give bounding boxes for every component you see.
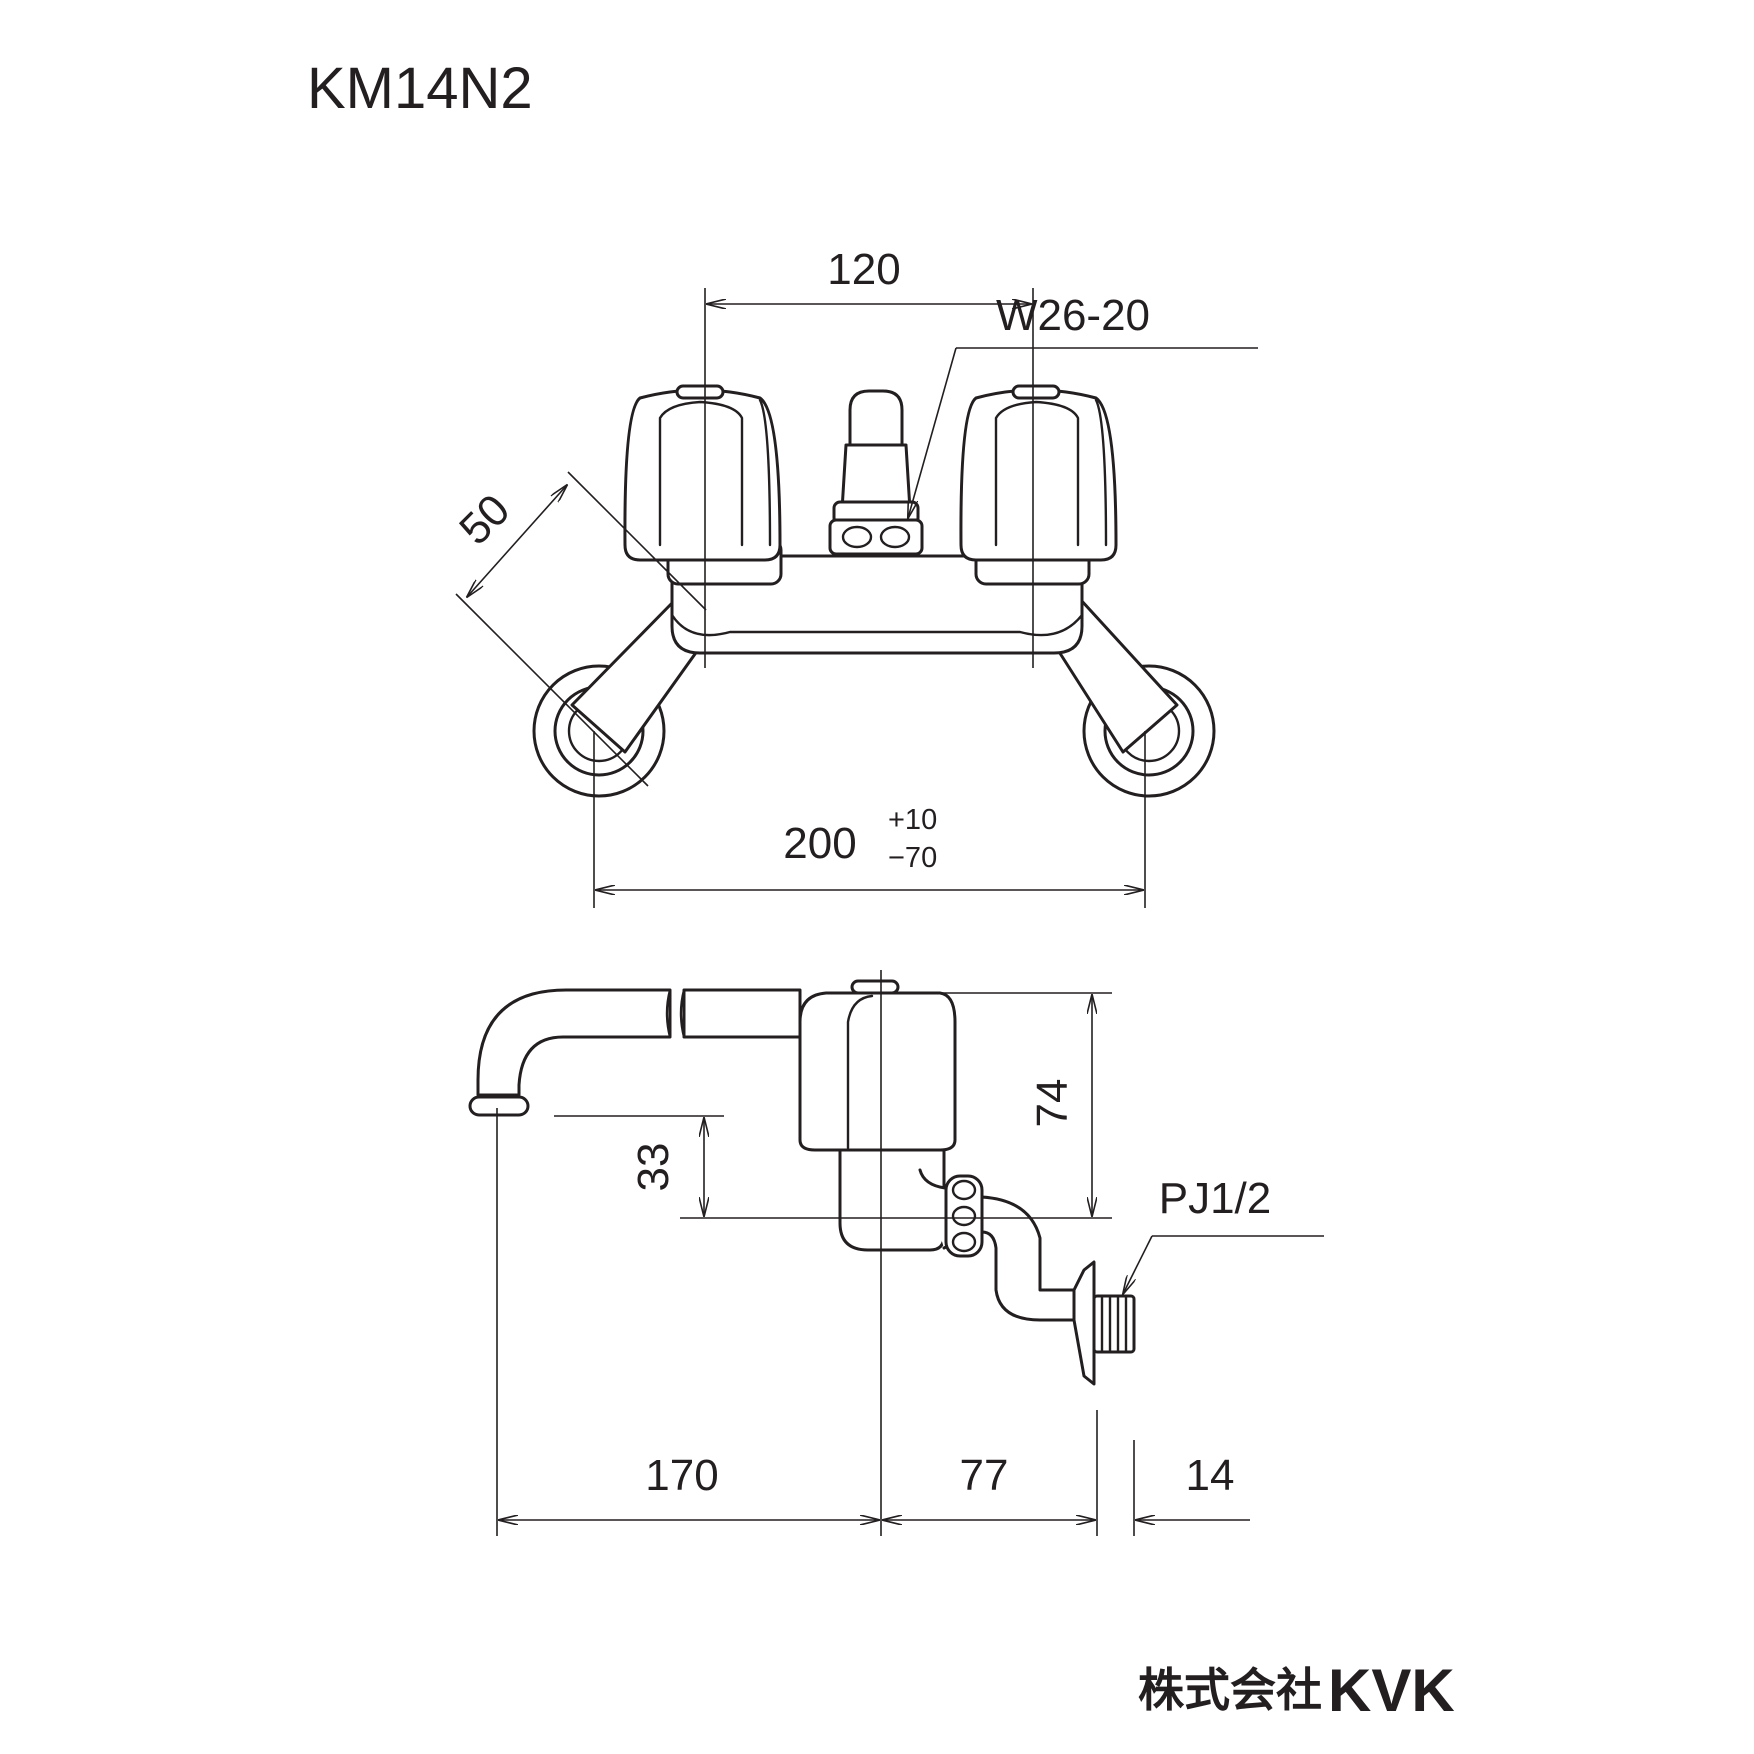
dim-label-200: 200 — [783, 819, 856, 868]
dim-height: 74 — [680, 992, 1112, 1219]
dim-label-74: 74 — [1028, 1079, 1077, 1128]
thread-connection — [1092, 1294, 1136, 1354]
dim-label-50: 50 — [450, 485, 519, 554]
brand-logo: 株式会社 KVK — [1138, 1657, 1455, 1724]
connection-callout: PJ1/2 — [1123, 1174, 1324, 1294]
union-fitting — [918, 1168, 1076, 1322]
dim-label-120: 120 — [827, 245, 900, 294]
dim-spout-drop: 33 — [554, 1115, 724, 1216]
side-wall-flange — [1072, 1260, 1096, 1386]
brand-company-jp: 株式会社 — [1138, 1663, 1322, 1717]
dim-handle-spacing: 120 — [704, 245, 1034, 668]
dim-label-170: 170 — [645, 1451, 718, 1500]
model-title: KM14N2 — [307, 56, 533, 121]
dim-bottom: 170 77 14 — [496, 970, 1250, 1536]
brand-name: KVK — [1328, 1657, 1455, 1724]
dim-label-14: 14 — [1186, 1451, 1235, 1500]
dim-inlet-spacing: 200 +10 −70 — [593, 731, 1146, 908]
thread-callout: W26-20 — [908, 291, 1258, 518]
side-view: 74 33 PJ1/2 170 77 14 — [468, 970, 1324, 1536]
dim-label-77: 77 — [960, 1451, 1009, 1500]
tolerance-lower: −70 — [888, 842, 937, 874]
side-handle — [798, 979, 957, 1152]
connection-label: PJ1/2 — [1159, 1174, 1272, 1223]
left-handle — [623, 384, 782, 562]
thread-label: W26-20 — [996, 291, 1150, 340]
side-body — [838, 1148, 946, 1252]
spout-adapter — [828, 389, 924, 556]
tolerance-upper: +10 — [888, 804, 937, 836]
dim-label-33: 33 — [629, 1143, 678, 1192]
spout — [468, 988, 802, 1117]
right-handle — [959, 384, 1118, 562]
front-view: 120 W26-20 50 200 +10 −70 — [450, 245, 1258, 908]
